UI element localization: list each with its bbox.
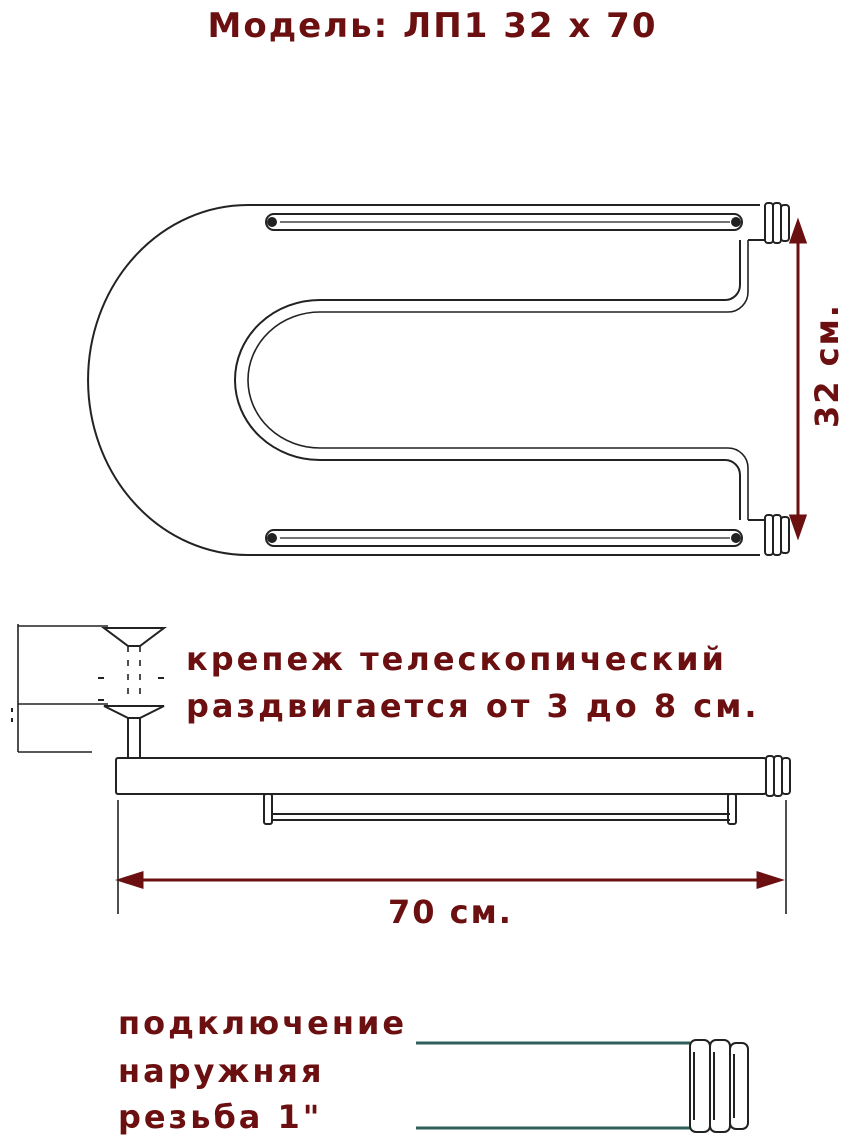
mount-description-line2: раздвигается от 3 до 8 см. bbox=[186, 687, 760, 725]
mount-cup-lower bbox=[103, 705, 165, 719]
width-dimension-label: 70 см. bbox=[388, 893, 513, 931]
mount-bracket bbox=[11, 624, 167, 758]
height-dimension-label: 32 см. bbox=[808, 303, 846, 428]
side-view bbox=[115, 757, 767, 825]
mount-description-line1: крепеж телескопический bbox=[186, 640, 727, 678]
thread-bottom bbox=[764, 514, 790, 556]
connection-detail bbox=[416, 1041, 690, 1130]
side-pipe bbox=[115, 757, 767, 795]
thread-top bbox=[764, 202, 790, 244]
top-bar-end-right bbox=[731, 217, 741, 227]
front-view bbox=[87, 204, 765, 556]
rail-outer-contour bbox=[87, 204, 760, 556]
mount-cup-upper bbox=[101, 627, 167, 647]
connection-label-line1: подключение bbox=[118, 1004, 408, 1042]
rail-inner-contour bbox=[234, 240, 741, 520]
bottom-towel-bar bbox=[265, 529, 743, 547]
height-dimension bbox=[788, 217, 808, 541]
connection-thread bbox=[689, 1039, 749, 1133]
bottom-bar-end-left bbox=[267, 533, 277, 543]
width-dimension bbox=[115, 870, 785, 890]
connection-label-line3: резьба 1" bbox=[118, 1098, 323, 1136]
connection-label-line2: наружняя bbox=[118, 1052, 325, 1090]
thread-side bbox=[765, 755, 791, 797]
width-extension-lines bbox=[117, 800, 787, 914]
bottom-bar-end-right bbox=[731, 533, 741, 543]
top-bar-end-left bbox=[267, 217, 277, 227]
model-title: Модель: ЛП1 32 х 70 bbox=[207, 6, 658, 46]
top-towel-bar bbox=[265, 213, 743, 231]
rail-middle-contour bbox=[247, 240, 749, 520]
